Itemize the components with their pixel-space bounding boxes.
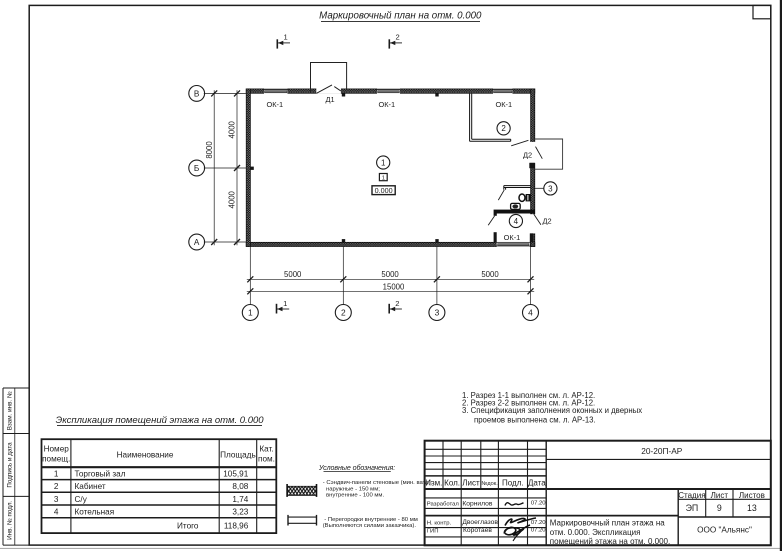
svg-text:помещ.: помещ. (42, 454, 70, 463)
svg-text:ОК-1: ОК-1 (266, 100, 283, 109)
svg-text:Итого: Итого (177, 521, 199, 530)
svg-text:ГИП: ГИП (427, 529, 439, 535)
svg-text:С/у: С/у (75, 495, 88, 504)
svg-text:Корнилов: Корнилов (462, 500, 492, 507)
svg-text:Изм.: Изм. (425, 478, 442, 487)
svg-text:3: 3 (54, 495, 59, 504)
svg-text:20-20П-АР: 20-20П-АР (641, 446, 682, 456)
svg-text:ООО "Альянс": ООО "Альянс" (697, 525, 752, 534)
svg-text:Кат.: Кат. (259, 444, 273, 453)
svg-text:Листов: Листов (739, 491, 765, 500)
svg-text:Котельная: Котельная (75, 508, 115, 517)
svg-text:Лист: Лист (462, 478, 480, 487)
svg-text:ОК-1: ОК-1 (378, 100, 395, 109)
svg-text:1: 1 (381, 158, 386, 167)
svg-text:5000: 5000 (284, 270, 302, 279)
svg-text:Инв. № подл.: Инв. № подл. (6, 500, 13, 539)
svg-text:2: 2 (501, 124, 506, 133)
svg-text:07.20: 07.20 (531, 528, 546, 534)
svg-text:Дата: Дата (528, 478, 546, 487)
svg-text:4: 4 (54, 508, 59, 517)
svg-text:5000: 5000 (481, 270, 499, 279)
svg-text:3: 3 (548, 184, 553, 193)
svg-text:Разработал: Разработал (427, 502, 460, 508)
svg-text:Д2: Д2 (523, 151, 532, 160)
svg-text:1: 1 (283, 33, 287, 42)
svg-text:Условные обозначения:: Условные обозначения: (318, 464, 395, 472)
svg-text:№док.: №док. (481, 481, 498, 487)
svg-text:1: 1 (283, 299, 287, 308)
svg-text:Д1: Д1 (325, 95, 334, 104)
svg-text:А: А (194, 238, 200, 247)
svg-text:ОК-1: ОК-1 (495, 100, 512, 109)
svg-text:ЭП: ЭП (686, 503, 699, 513)
svg-text:3,23: 3,23 (232, 508, 248, 517)
svg-text:ОК-1: ОК-1 (504, 233, 521, 242)
svg-text:15000: 15000 (383, 283, 405, 292)
svg-text:пом.: пом. (258, 454, 275, 463)
svg-text:1: 1 (54, 469, 59, 478)
svg-text:(Выполняются силами заказчика): (Выполняются силами заказчика). (323, 523, 417, 529)
svg-text:3. Спецификация заполнения око: 3. Спецификация заполнения оконных и две… (462, 406, 642, 415)
svg-text:Площадь: Площадь (220, 450, 256, 459)
svg-text:Экспликация помещений этажа на: Экспликация помещений этажа на отм. 0.00… (56, 415, 265, 426)
svg-text:Маркировочный план этажа на: Маркировочный план этажа на (550, 519, 665, 528)
svg-text:проемов выполнена см. л. АР-13: проемов выполнена см. л. АР-13. (474, 415, 596, 424)
svg-text:Д2: Д2 (542, 216, 551, 225)
svg-text:2: 2 (341, 307, 346, 317)
svg-text:- Перегородки внутренние - 80: - Перегородки внутренние - 80 мм (324, 517, 418, 523)
svg-text:4: 4 (514, 217, 519, 226)
svg-text:9: 9 (717, 503, 722, 513)
svg-text:Кол.: Кол. (444, 478, 460, 487)
svg-text:Маркировочный план на отм. 0.0: Маркировочный план на отм. 0.000 (319, 10, 482, 21)
svg-text:2: 2 (395, 299, 399, 308)
svg-text:Взам. инв. №: Взам. инв. № (6, 391, 13, 430)
svg-text:Подпись и дата: Подпись и дата (6, 442, 13, 488)
svg-text:1,74: 1,74 (232, 495, 248, 504)
svg-text:отм. 0.000. Экспликация: отм. 0.000. Экспликация (550, 528, 641, 537)
svg-text:1. Разрез 1-1 выполнен см. л.: 1. Разрез 1-1 выполнен см. л. АР-12. (462, 391, 595, 400)
svg-text:8,08: 8,08 (232, 482, 248, 491)
svg-text:118,96: 118,96 (224, 521, 249, 530)
svg-text:В: В (194, 89, 200, 98)
svg-text:Лист: Лист (711, 491, 729, 500)
svg-text:13: 13 (747, 503, 757, 513)
svg-text:2: 2 (54, 482, 59, 491)
svg-text:3: 3 (435, 307, 440, 317)
svg-text:2: 2 (395, 33, 399, 42)
svg-text:Стадия: Стадия (678, 491, 705, 500)
svg-text:8000: 8000 (205, 141, 214, 159)
svg-text:Б: Б (194, 164, 199, 173)
svg-text:Подл.: Подл. (502, 478, 524, 487)
svg-text:Коротаев: Коротаев (463, 527, 492, 534)
svg-text:1: 1 (382, 176, 385, 182)
svg-text:Двоеглазов: Двоеглазов (462, 519, 498, 526)
svg-text:помещений этажа на отм. 0.000.: помещений этажа на отм. 0.000. (550, 537, 670, 546)
svg-text:наружные - 150 мм;: наружные - 150 мм; (326, 487, 380, 493)
svg-text:- Сэндвич-панели стеновые (мин: - Сэндвич-панели стеновые (мин. вата): (323, 480, 433, 486)
svg-text:Кабинет: Кабинет (75, 482, 106, 491)
svg-text:Н. контр.: Н. контр. (427, 521, 452, 527)
svg-text:Номер: Номер (44, 444, 70, 453)
svg-text:0.000: 0.000 (375, 186, 393, 195)
svg-text:2. Разрез 2-2 выполнен см. л.: 2. Разрез 2-2 выполнен см. л. АР-12. (462, 399, 595, 408)
svg-text:4: 4 (528, 307, 533, 317)
svg-text:5000: 5000 (381, 270, 399, 279)
svg-text:07.20: 07.20 (531, 500, 546, 506)
svg-text:Торговый зал: Торговый зал (75, 469, 126, 478)
svg-text:4000: 4000 (228, 190, 237, 208)
svg-text:105,91: 105,91 (223, 469, 248, 478)
svg-text:1: 1 (248, 307, 253, 317)
svg-text:Наименование: Наименование (117, 450, 174, 459)
svg-text:07.20: 07.20 (531, 520, 546, 526)
svg-text:4000: 4000 (228, 120, 237, 138)
svg-text:внутренние - 100 мм.: внутренние - 100 мм. (326, 493, 384, 499)
